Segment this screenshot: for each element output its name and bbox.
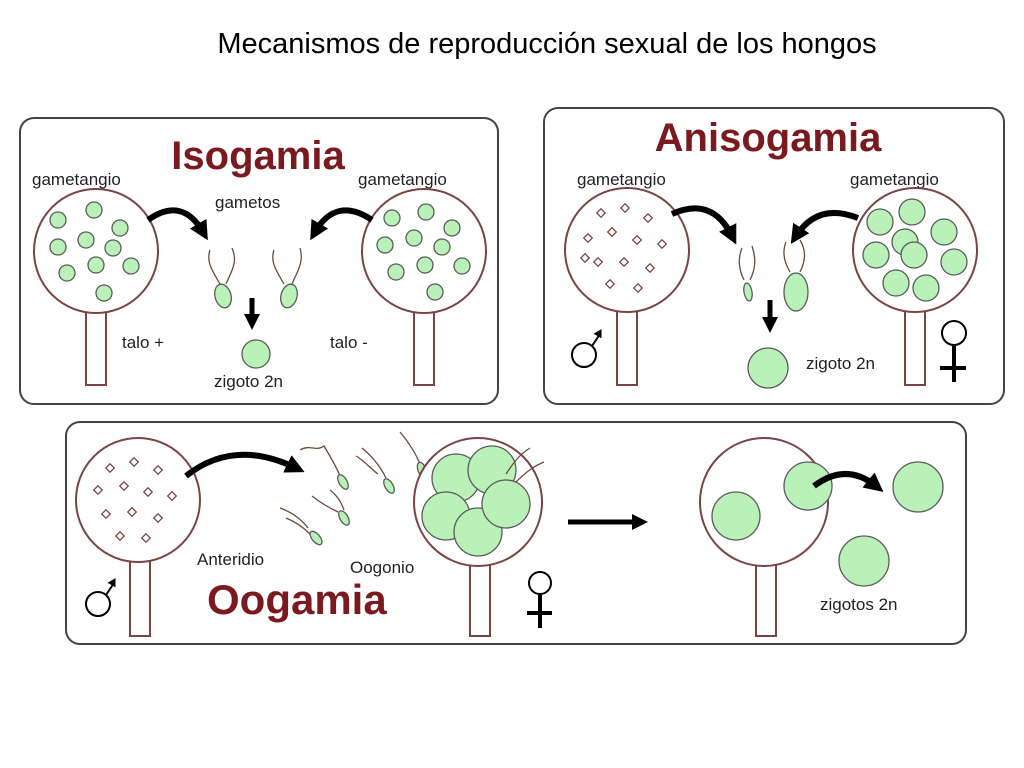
isogamia-heading: Isogamia bbox=[171, 134, 345, 178]
antheridium-thallus bbox=[75, 437, 201, 637]
page-title: Mecanismos de reproducción sexual de los… bbox=[217, 28, 877, 60]
anisogamia-frame bbox=[543, 107, 1005, 405]
anteridio-label: Anteridio bbox=[197, 550, 264, 569]
curved-arrow-icon bbox=[670, 205, 737, 245]
curved-arrow-icon bbox=[812, 471, 884, 492]
oogonium-thallus bbox=[413, 437, 545, 637]
stalk bbox=[85, 309, 107, 386]
isogamia-zygote bbox=[241, 339, 271, 369]
oogonio-label: Oogonio bbox=[350, 558, 414, 577]
isogamia-gametos-label: gametos bbox=[215, 193, 280, 212]
female-symbol-icon bbox=[940, 320, 967, 382]
anisogamia-left-thallus bbox=[564, 187, 690, 386]
isogamia-frame bbox=[19, 117, 499, 405]
anisogamia-zygote bbox=[747, 347, 789, 389]
isogamia-zigoto-label: zigoto 2n bbox=[214, 372, 283, 391]
isogamia-talo-plus-label: talo + bbox=[122, 333, 164, 352]
isogamia-right-thallus bbox=[361, 188, 487, 386]
zygote-thallus bbox=[699, 437, 833, 637]
zigotos-label: zigotos 2n bbox=[820, 595, 898, 614]
isogamia-gametangio-left-label: gametangio bbox=[32, 170, 121, 189]
isogamia-panel: Isogamia gametangio gametangio gametos t… bbox=[19, 117, 499, 405]
anisogamia-female-gamete bbox=[783, 239, 809, 312]
female-symbol-icon bbox=[527, 571, 552, 628]
curved-arrow-icon bbox=[790, 209, 860, 245]
stalk bbox=[413, 309, 435, 386]
released-zygote bbox=[838, 535, 890, 587]
oogamia-panel: Oogamia Anteridio Oogonio zigotos 2n bbox=[65, 421, 967, 645]
anisogamia-male-gamete bbox=[738, 245, 756, 302]
oogamia-heading: Oogamia bbox=[207, 576, 387, 623]
released-zygote bbox=[892, 461, 944, 513]
isogamia-gamete-right bbox=[272, 247, 302, 309]
anisogamia-panel: Anisogamia gametangio gametangio zigoto … bbox=[543, 107, 1005, 405]
male-symbol-icon bbox=[85, 578, 116, 617]
antheridium-spores bbox=[92, 456, 178, 544]
isogamia-talo-minus-label: talo - bbox=[330, 333, 368, 352]
isogamia-gamete-left bbox=[208, 247, 236, 309]
anisogamia-right-thallus bbox=[852, 187, 978, 386]
isogamia-gametangio-right-label: gametangio bbox=[358, 170, 447, 189]
male-symbol-icon bbox=[571, 329, 602, 368]
curved-arrow-icon bbox=[146, 207, 208, 241]
anisogamia-gametangio-right-label: gametangio bbox=[850, 170, 939, 189]
anisogamia-spores bbox=[579, 202, 668, 294]
curved-arrow-icon bbox=[184, 451, 305, 479]
anisogamia-gametangio-left-label: gametangio bbox=[577, 170, 666, 189]
anisogamia-heading: Anisogamia bbox=[655, 116, 882, 160]
isogamia-left-thallus bbox=[33, 188, 159, 386]
curved-arrow-icon bbox=[310, 207, 374, 241]
anisogamia-zigoto-label: zigoto 2n bbox=[806, 354, 875, 373]
